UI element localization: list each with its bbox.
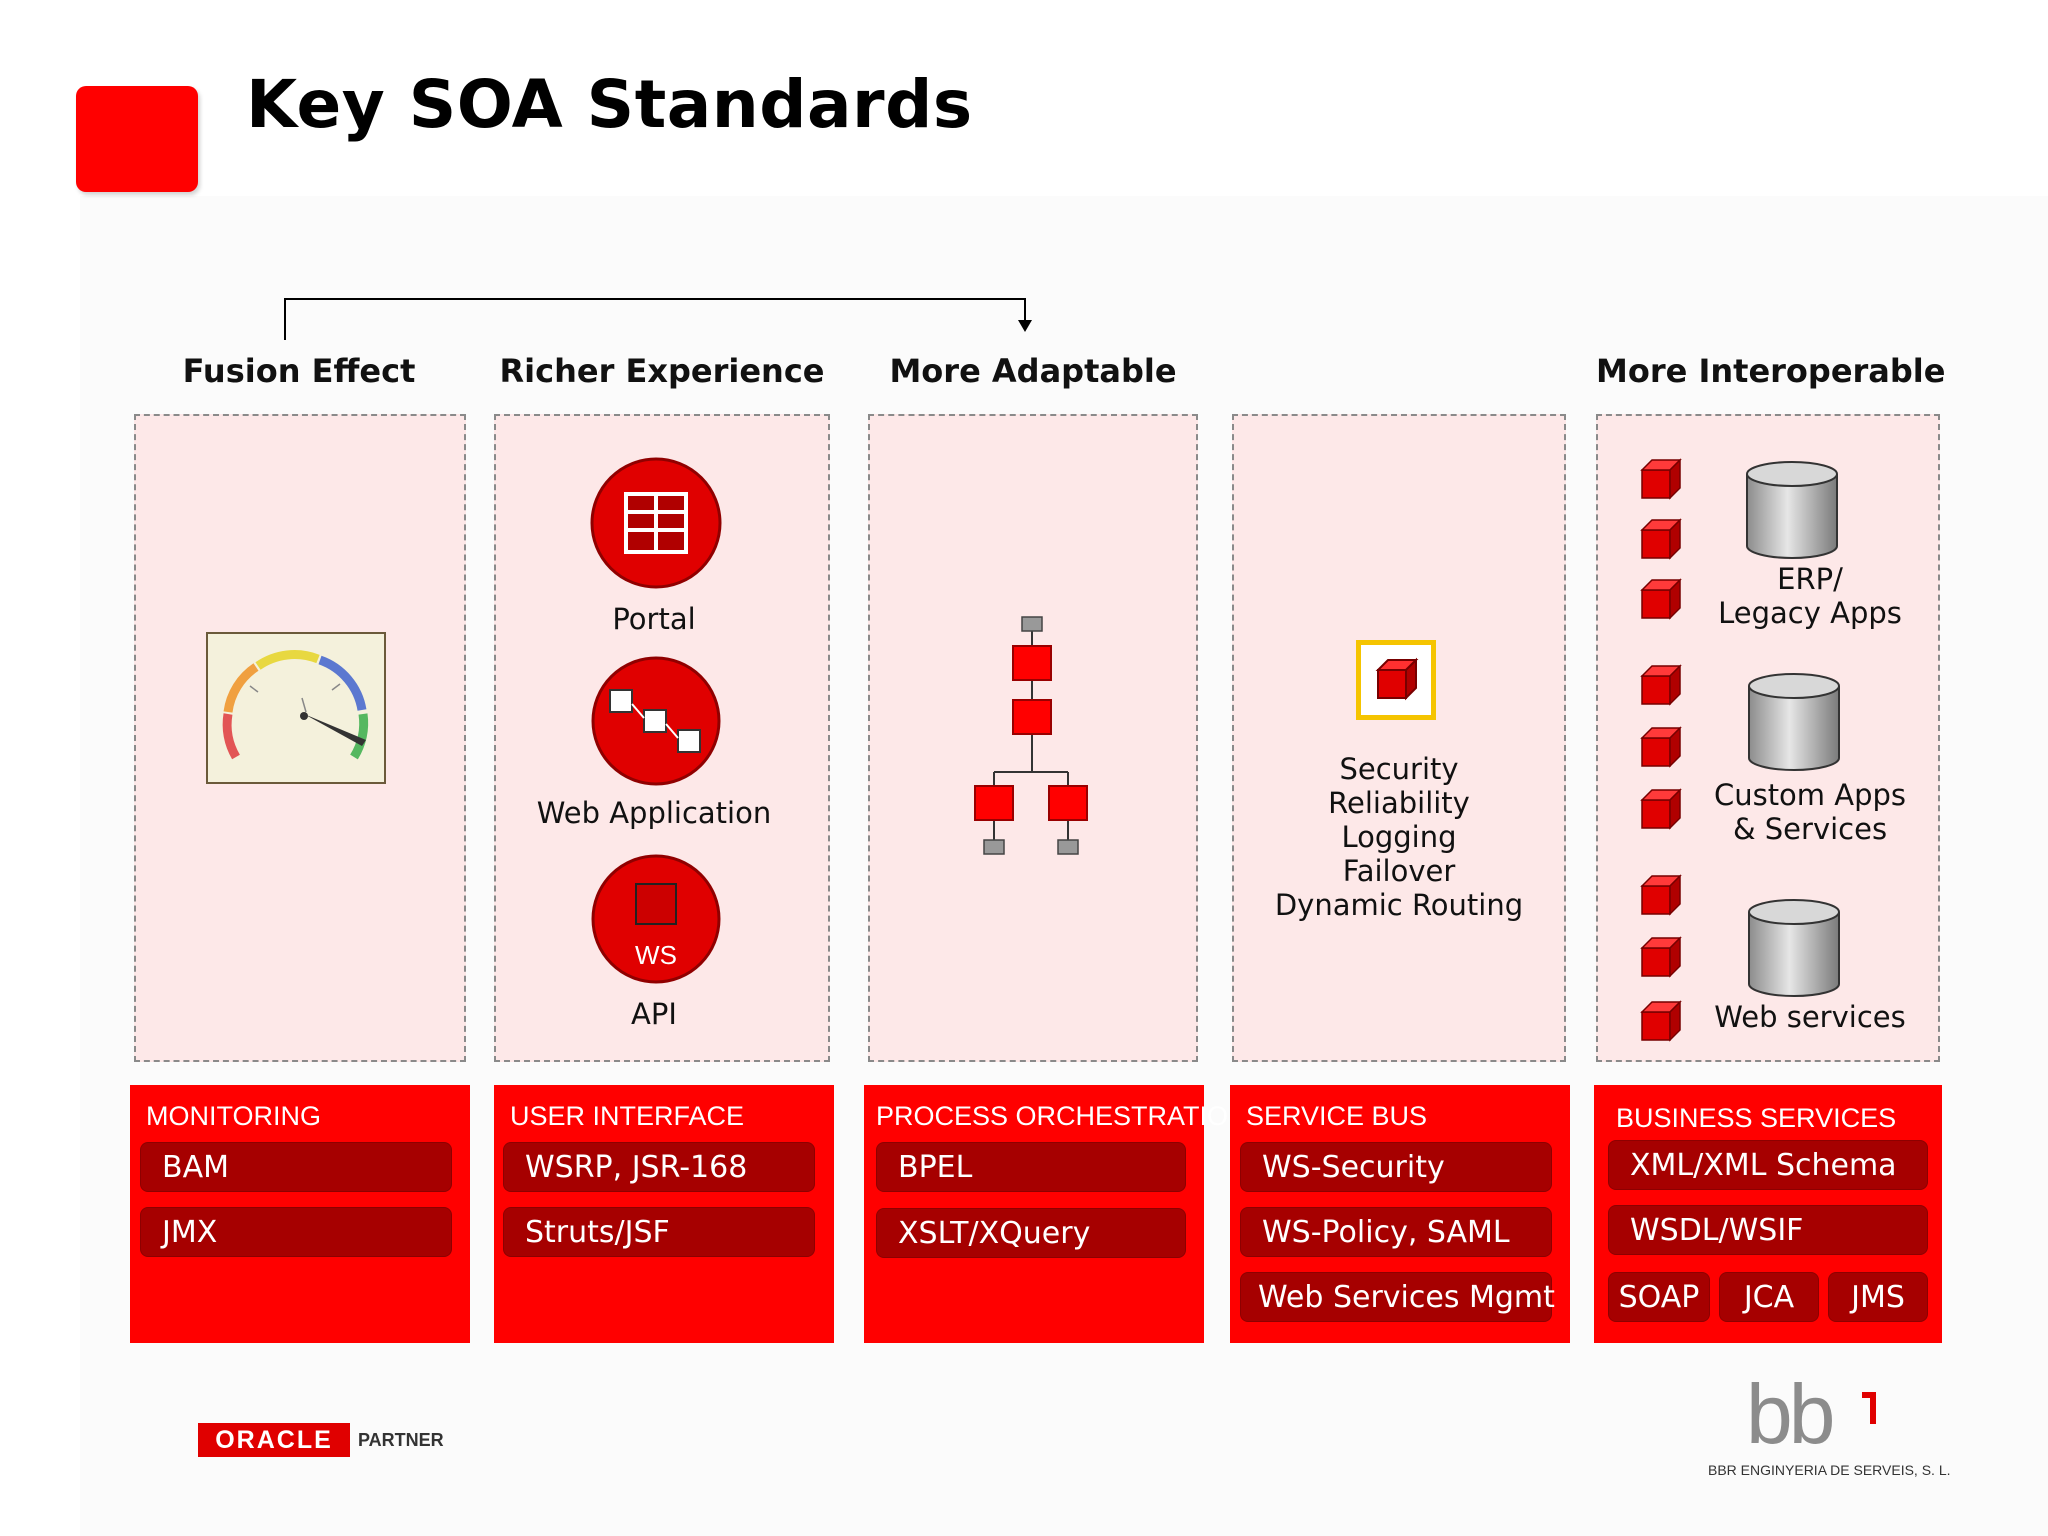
service-cube-icon [1640, 726, 1682, 768]
standard-xml-schema: XML/XML Schema [1608, 1140, 1928, 1190]
standard-xslt-xquery: XSLT/XQuery [876, 1208, 1186, 1258]
web-services-label: Web services [1714, 1000, 1906, 1034]
category-process-orchestration: PROCESS ORCHESTRATION BPEL XSLT/XQuery [864, 1085, 1248, 1343]
web-services-database-icon [1748, 899, 1840, 997]
page-title: Key SOA Standards [246, 66, 973, 143]
standard-ws-security: WS-Security [1240, 1142, 1552, 1192]
service-cube-icon [1640, 874, 1682, 916]
heading-richer-experience: Richer Experience [499, 352, 825, 390]
service-cube-icon [1640, 664, 1682, 706]
service-bus-cube-icon [1356, 640, 1436, 720]
capability-reliability: Reliability [1328, 786, 1470, 820]
service-cube-icon [1640, 936, 1682, 978]
api-label: API [631, 997, 677, 1031]
bbr-company-name: BBR ENGINYERIA DE SERVEIS, S. L. [1708, 1462, 1951, 1478]
orchestration-tree-icon [974, 616, 1088, 855]
service-cube-icon [1640, 458, 1682, 500]
heading-fusion-effect: Fusion Effect [182, 352, 416, 390]
standard-struts-jsf: Struts/JSF [503, 1207, 815, 1257]
category-title: PROCESS ORCHESTRATION [876, 1101, 1248, 1131]
erp-label-line2: Legacy Apps [1718, 596, 1902, 630]
standard-jmx: JMX [140, 1207, 452, 1257]
oracle-logo: ORACLE [198, 1423, 350, 1457]
oracle-partner-text: PARTNER [358, 1430, 444, 1450]
connector-arrow [284, 298, 1032, 340]
portal-label: Portal [612, 602, 696, 636]
service-cube-icon [1640, 1000, 1682, 1042]
category-title: USER INTERFACE [510, 1101, 745, 1131]
web-application-icon [591, 656, 721, 786]
heading-more-adaptable: More Adaptable [889, 352, 1177, 390]
capability-logging: Logging [1341, 820, 1457, 854]
custom-apps-label: Custom Apps & Services [1690, 778, 1930, 846]
capability-failover: Failover [1342, 854, 1456, 888]
heading-more-interoperable: More Interoperable [1596, 352, 1946, 390]
bbr-logo-mark-icon [1862, 1392, 1876, 1424]
category-business-services: BUSINESS SERVICES XML/XML Schema WSDL/WS… [1594, 1085, 1942, 1343]
category-title: BUSINESS SERVICES [1616, 1103, 1897, 1133]
standard-jca: JCA [1719, 1272, 1819, 1322]
standard-soap: SOAP [1608, 1272, 1710, 1322]
erp-legacy-label: ERP/ Legacy Apps [1690, 562, 1930, 630]
bus-capabilities-list: Security Reliability Logging Failover Dy… [1232, 752, 1566, 922]
standard-wsrp: WSRP, JSR-168 [503, 1142, 815, 1192]
service-cube-icon [1640, 518, 1682, 560]
capability-dynamic-routing: Dynamic Routing [1274, 888, 1524, 922]
custom-apps-database-icon [1748, 673, 1840, 771]
web-application-label: Web Application [536, 796, 772, 830]
gauge-icon [206, 632, 386, 784]
portal-icon [590, 457, 722, 589]
capability-security: Security [1339, 752, 1459, 786]
standard-web-services-mgmt: Web Services Mgmt [1240, 1272, 1555, 1322]
category-monitoring: MONITORING BAM JMX [130, 1085, 470, 1343]
standard-bpel: BPEL [876, 1142, 1186, 1192]
service-cube-icon [1640, 578, 1682, 620]
service-cube-icon [1640, 788, 1682, 830]
category-user-interface: USER INTERFACE WSRP, JSR-168 Struts/JSF [494, 1085, 834, 1343]
service-cubes-column [1640, 458, 1682, 1042]
custom-apps-line1: Custom Apps [1713, 778, 1907, 812]
oracle-logo-text: ORACLE [215, 1425, 333, 1454]
category-service-bus: SERVICE BUS WS-Security WS-Policy, SAML … [1230, 1085, 1570, 1343]
api-icon: WS [591, 854, 721, 984]
title-red-square [76, 86, 198, 192]
standard-jms: JMS [1828, 1272, 1928, 1322]
bbr-logo: bb [1746, 1367, 1835, 1461]
standard-wsdl-wsif: WSDL/WSIF [1608, 1205, 1928, 1255]
panel-service-bus [1232, 414, 1566, 1062]
erp-label-line1: ERP/ [1777, 562, 1843, 596]
ws-badge-text: WS [635, 940, 677, 970]
category-title: SERVICE BUS [1246, 1101, 1428, 1131]
erp-database-icon [1746, 461, 1838, 559]
standard-bam: BAM [140, 1142, 452, 1192]
standard-ws-policy-saml: WS-Policy, SAML [1240, 1207, 1552, 1257]
custom-apps-line2: & Services [1732, 812, 1888, 846]
category-title: MONITORING [146, 1101, 321, 1131]
